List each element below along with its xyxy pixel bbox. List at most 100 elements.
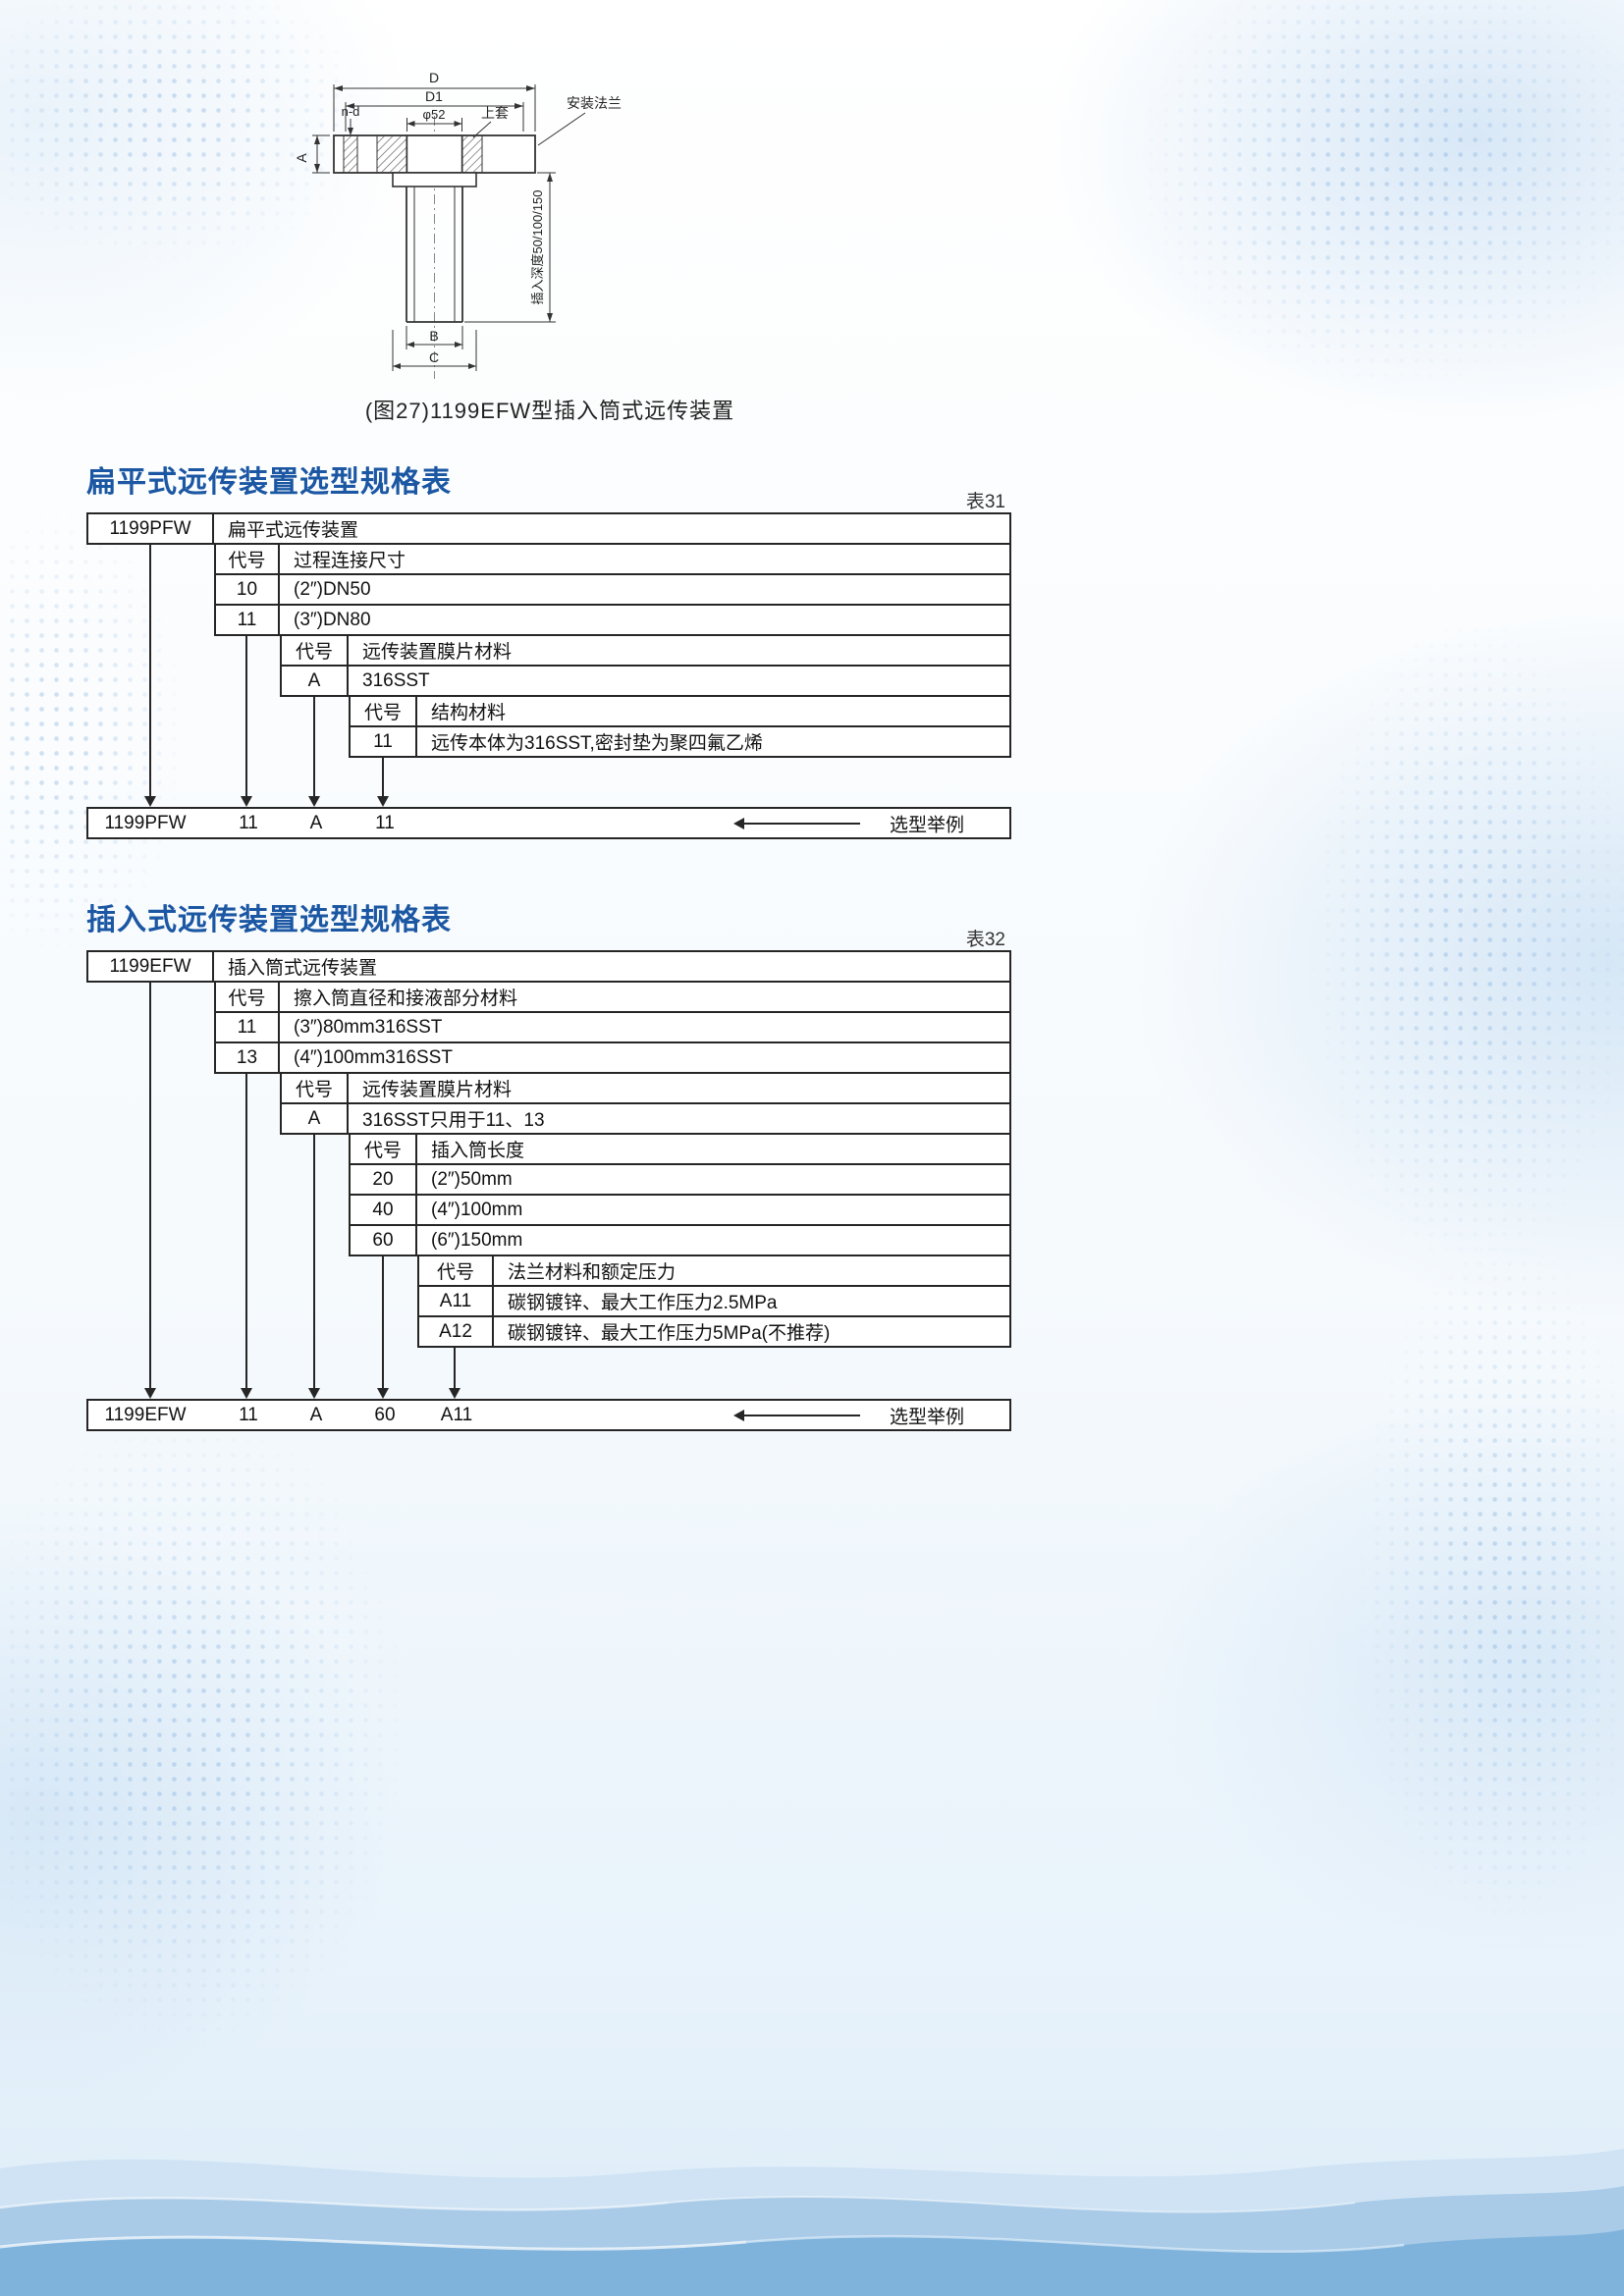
row-code: 代号 — [419, 1256, 494, 1285]
row-desc: 316SST只用于11、13 — [362, 1110, 545, 1131]
row-desc: 碳钢镀锌、最大工作压力5MPa(不推荐) — [508, 1323, 831, 1344]
example-code-2: A — [309, 812, 323, 833]
table-rows: 1199EFW 插入筒式远传装置 代号 擦入筒直径和接液部分材料 11 (3″)… — [86, 950, 1011, 1348]
example-code-1: 11 — [239, 812, 258, 833]
example-label: 选型举例 — [889, 1407, 964, 1427]
dot-pattern-bottom-left — [0, 1404, 412, 2052]
figure-caption: (图27)1199EFW型插入筒式远传装置 — [364, 399, 735, 423]
section-title: 扁平式远传装置选型规格表 — [86, 466, 452, 499]
table-row: 代号 法兰材料和额定压力 — [417, 1255, 1011, 1287]
example-code-2: A — [309, 1404, 323, 1425]
selection-example-row: 1199PFW 11 A 11 选型举例 — [86, 807, 1011, 839]
table-row: 11 (3″)80mm316SST — [214, 1011, 1011, 1043]
row-code: 1199PFW — [88, 514, 214, 543]
section-header-insertion: 插入式远传装置选型规格表 表32 — [86, 895, 1011, 950]
table-row: 代号 擦入筒直径和接液部分材料 — [214, 981, 1011, 1013]
table-number: 表32 — [965, 930, 1005, 950]
row-code: 代号 — [351, 1135, 417, 1163]
row-code: 13 — [216, 1043, 280, 1072]
left-arrow-icon — [733, 1410, 860, 1421]
flange-body — [333, 134, 536, 174]
table-row: 60 (6″)150mm — [349, 1224, 1011, 1256]
selection-arrow-model — [144, 543, 156, 807]
table-row: 20 (2″)50mm — [349, 1163, 1011, 1196]
table-row: 1199PFW 扁平式远传装置 — [86, 512, 1011, 545]
selection-table-32: 1199EFW 插入筒式远传装置 代号 擦入筒直径和接液部分材料 11 (3″)… — [86, 950, 1011, 1433]
table-row: 代号 插入筒长度 — [349, 1133, 1011, 1165]
example-label: 选型举例 — [889, 815, 964, 835]
row-desc: 插入筒长度 — [431, 1141, 525, 1161]
row-desc: (3″)DN80 — [294, 609, 371, 630]
row-desc: (4″)100mm — [431, 1199, 523, 1220]
row-desc: 过程连接尺寸 — [294, 551, 406, 571]
left-arrow-icon — [733, 818, 860, 829]
row-code: 20 — [351, 1165, 417, 1194]
selection-arrow-diaphragm — [308, 697, 320, 807]
row-desc: (4″)100mm316SST — [294, 1046, 453, 1068]
example-model: 1199EFW — [104, 1404, 187, 1425]
row-desc: (2″)50mm — [431, 1168, 513, 1190]
row-desc: 远传装置膜片材料 — [362, 1080, 513, 1100]
example-code-3: 60 — [374, 1404, 396, 1425]
row-desc: 碳钢镀锌、最大工作压力2.5MPa — [508, 1293, 778, 1313]
row-desc: 扁平式远传装置 — [228, 520, 359, 541]
section-header-flat: 扁平式远传装置选型规格表 表31 — [86, 457, 1011, 512]
selection-arrow-diaphragm — [308, 1135, 320, 1399]
row-code: 1199EFW — [88, 952, 214, 981]
section-title: 插入式远传装置选型规格表 — [86, 904, 452, 936]
row-code: 代号 — [351, 697, 417, 725]
table-row: 10 (2″)DN50 — [214, 573, 1011, 606]
dim-A-label: A — [295, 153, 309, 163]
table-row: A11 碳钢镀锌、最大工作压力2.5MPa — [417, 1285, 1011, 1317]
dim-D1-label: D1 — [425, 88, 443, 104]
row-code: A12 — [419, 1317, 494, 1346]
table-row: 代号 结构材料 — [349, 695, 1011, 727]
table-number: 表31 — [965, 492, 1005, 512]
dim-phi52-label: φ52 — [423, 107, 446, 122]
table-row: 13 (4″)100mm316SST — [214, 1041, 1011, 1074]
row-code: 代号 — [282, 1074, 349, 1102]
selection-example-row: 1199EFW 11 A 60 A11 选型举例 — [86, 1399, 1011, 1431]
table-row: 代号 远传装置膜片材料 — [280, 634, 1011, 667]
row-desc: 擦入筒直径和接液部分材料 — [294, 988, 518, 1009]
sleeve-collar — [392, 172, 477, 187]
example-model: 1199PFW — [104, 812, 187, 833]
table-row: 11 (3″)DN80 — [214, 604, 1011, 636]
row-code: 代号 — [216, 545, 280, 573]
technical-drawing: D D1 φ52 n-d A — [294, 70, 622, 379]
row-code: 代号 — [282, 636, 349, 665]
selection-arrow-size — [241, 636, 252, 807]
selection-arrow-length — [377, 1256, 389, 1399]
selection-arrow-flange — [449, 1348, 460, 1399]
dot-pattern-right — [1306, 609, 1624, 1276]
sleeve-label: 上套 — [481, 105, 509, 121]
example-code-4: A11 — [440, 1404, 473, 1425]
dim-D-label: D — [429, 70, 439, 85]
table-row: 40 (4″)100mm — [349, 1194, 1011, 1226]
row-code: A — [282, 1104, 349, 1133]
table-row: 代号 远传装置膜片材料 — [280, 1072, 1011, 1104]
row-code: 11 — [216, 1013, 280, 1041]
row-code: A11 — [419, 1287, 494, 1315]
row-code: 40 — [351, 1196, 417, 1224]
flange-hatch-2 — [376, 134, 407, 174]
table-row: A 316SST只用于11、13 — [280, 1102, 1011, 1135]
row-code: 10 — [216, 575, 280, 604]
table-row: A 316SST — [280, 665, 1011, 697]
selection-arrow-material — [377, 758, 389, 807]
row-desc: 远传装置膜片材料 — [362, 642, 513, 663]
row-desc: 结构材料 — [431, 703, 507, 723]
insert-depth-label: 插入深度50/100/150 — [530, 189, 545, 304]
table-row: A12 碳钢镀锌、最大工作压力5MPa(不推荐) — [417, 1315, 1011, 1348]
row-desc: (2″)DN50 — [294, 578, 371, 600]
row-code: 11 — [216, 606, 280, 634]
dot-pattern-bottom-right — [1355, 1227, 1624, 1934]
dim-B-label: B — [429, 328, 438, 344]
flange-hatch-3 — [461, 134, 483, 174]
dot-pattern-top-right — [1129, 0, 1624, 393]
table-row: 1199EFW 插入筒式远传装置 — [86, 950, 1011, 983]
row-desc: 316SST — [362, 669, 430, 691]
row-code: 60 — [351, 1226, 417, 1255]
row-desc: 插入筒式远传装置 — [228, 958, 378, 979]
